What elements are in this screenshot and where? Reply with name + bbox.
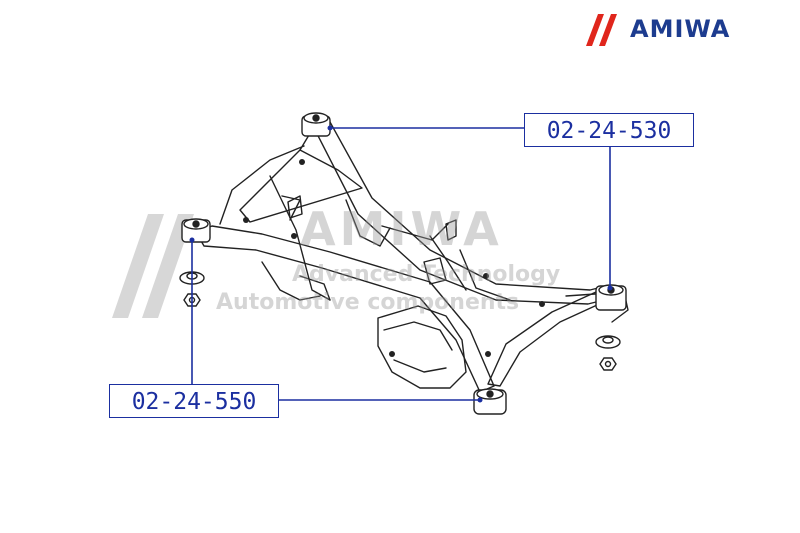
part-number-callout: 02-24-530 <box>524 113 694 147</box>
bushing-bottom <box>473 388 507 415</box>
bolt-hole <box>243 217 249 223</box>
watermark-brand: AMIWA <box>300 202 503 256</box>
bolt-hole <box>291 233 297 239</box>
diff-bracket <box>377 305 467 389</box>
washer-right <box>595 335 621 349</box>
bolt-hole <box>539 301 545 307</box>
nut-right <box>599 357 617 371</box>
bolt-hole <box>299 159 305 165</box>
bushing-left <box>181 218 211 243</box>
watermark-slashes-icon <box>112 214 194 318</box>
bolt-hole <box>389 351 395 357</box>
part-number-callout: 02-24-550 <box>109 384 279 418</box>
amiwa-logo: AMIWA <box>586 14 786 46</box>
watermark-line-2: Automotive components <box>216 290 520 315</box>
brand-name: AMIWA <box>630 15 731 43</box>
bolt-hole <box>483 273 489 279</box>
logo-slashes-icon <box>586 14 617 46</box>
bolt-hole <box>485 351 491 357</box>
watermark-line-1: Advanced Technology <box>292 262 561 287</box>
right-side-member <box>487 291 609 387</box>
bushing-top <box>301 112 331 137</box>
rear-cross-member <box>239 149 363 223</box>
